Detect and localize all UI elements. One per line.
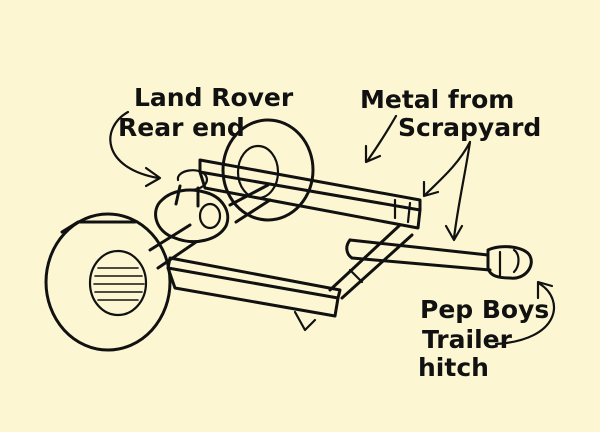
frame-rail-upper bbox=[198, 158, 422, 230]
label-pepboys-line1: Pep Boys bbox=[420, 295, 549, 324]
label-pepboys-line3: hitch bbox=[418, 353, 489, 382]
label-land-rover-line1: Land Rover bbox=[134, 83, 294, 112]
hitch-tongue bbox=[345, 238, 533, 280]
arrow-pep-boys bbox=[494, 280, 556, 346]
frame-rail-lower bbox=[166, 256, 342, 332]
label-metal-line1: Metal from bbox=[360, 85, 514, 114]
arrow-land-rover bbox=[109, 110, 162, 188]
arrow-metal-corner bbox=[422, 140, 472, 198]
differential-housing bbox=[154, 169, 230, 243]
arrow-metal-tongue bbox=[444, 140, 472, 242]
label-metal-line2: Scrapyard bbox=[398, 113, 541, 142]
rear-wheel-near bbox=[44, 212, 172, 352]
label-land-rover-line2: Rear end bbox=[118, 113, 245, 142]
label-pepboys-line2: Trailer bbox=[422, 325, 513, 354]
arrow-metal-rail bbox=[364, 114, 398, 164]
